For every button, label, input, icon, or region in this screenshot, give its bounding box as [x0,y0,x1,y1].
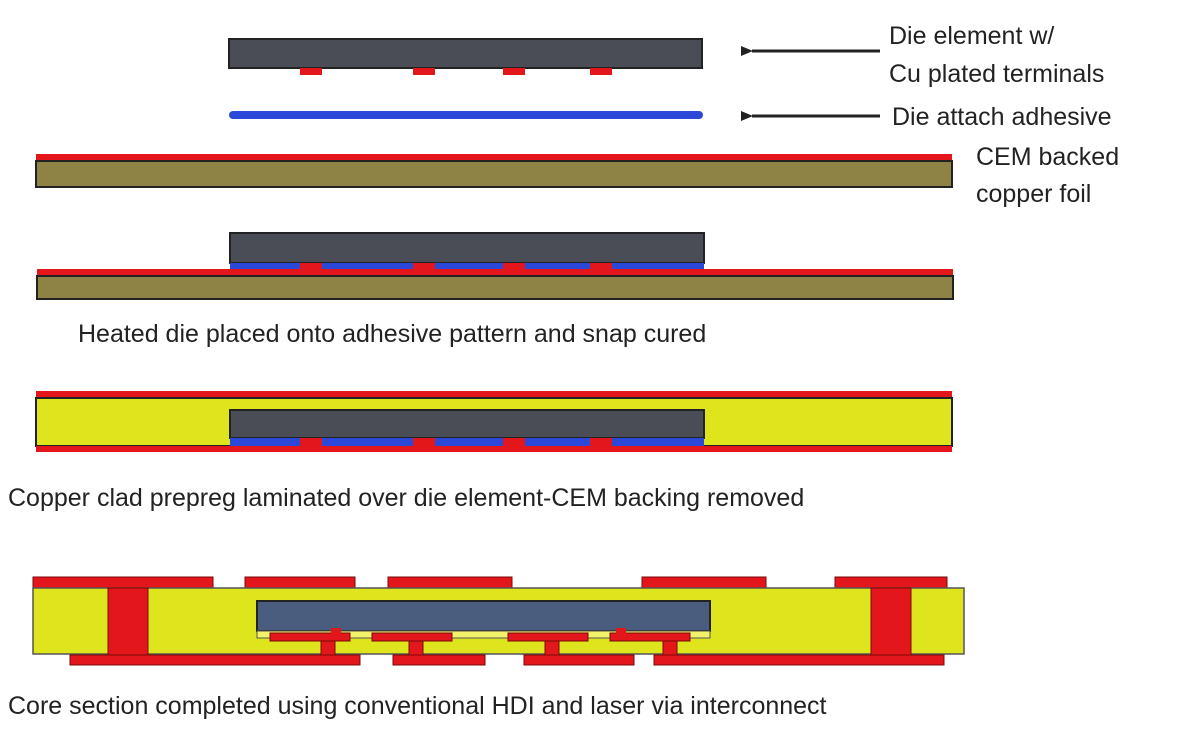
bottom-copper-pad [392,654,486,666]
stage-components: Die element w/ Cu plated terminals Die a… [35,22,1119,208]
bottom-copper-pad [69,654,361,666]
top-copper-pad [834,576,948,589]
bottom-copper-foil [36,446,952,452]
top-copper-pad [32,576,214,589]
die-terminal-pad [507,632,589,642]
laser-microvia [408,640,424,656]
die-terminal [503,263,525,269]
top-copper-pad [641,576,767,589]
laser-microvia [662,640,678,656]
embedded-die [256,600,711,632]
die-terminal-pad [269,632,351,642]
stage-laminated: Copper clad prepreg laminated over die e… [8,391,953,512]
bottom-copper-pad [653,654,945,666]
top-copper-foil [36,391,952,398]
die-terminal-bump [616,628,626,634]
caption-step3: Core section completed using conventiona… [8,692,827,720]
top-copper-pad [387,576,513,589]
die-terminal-pad [371,632,453,642]
die-terminal [300,68,322,75]
die-attach-adhesive [229,111,703,119]
die-terminal [590,263,612,269]
cem-backing [36,275,954,300]
adhesive-pattern [230,438,704,446]
die-element [228,38,703,75]
plated-through-hole [107,587,149,656]
die-base-adhesive [256,630,711,639]
die-terminal [413,438,435,446]
bottom-copper-pad [523,654,635,666]
die-terminal [300,438,322,446]
die-element-label-line2: Cu plated terminals [889,60,1104,88]
die-terminal-bump [331,628,341,634]
stage-core-completed: Core section completed using conventiona… [8,576,965,720]
cem-backed-copper-foil [35,154,953,188]
adhesive-pattern [230,263,704,269]
die-terminal [503,68,525,75]
die-terminal [300,263,322,269]
top-copper-pad [244,576,356,589]
caption-step2: Copper clad prepreg laminated over die e… [8,484,804,512]
cem-label-line1: CEM backed [976,143,1119,171]
caption-step1: Heated die placed onto adhesive pattern … [78,320,706,348]
die-terminal [413,68,435,75]
cem-label-line2: copper foil [976,180,1091,208]
die-terminal [590,438,612,446]
die-terminal [590,68,612,75]
die-body [229,232,705,264]
plated-through-hole [870,587,912,656]
stage-die-placed: Heated die placed onto adhesive pattern … [36,232,954,348]
laser-microvia [320,640,336,656]
laser-microvia [544,640,560,656]
die-attach-label: Die attach adhesive [892,103,1112,131]
die-terminal [413,263,435,269]
die-terminal [503,438,525,446]
copper-foil [37,269,953,276]
die-terminal-pad [609,632,691,642]
die-element-label-line1: Die element w/ [889,22,1054,50]
die-body [229,409,705,439]
